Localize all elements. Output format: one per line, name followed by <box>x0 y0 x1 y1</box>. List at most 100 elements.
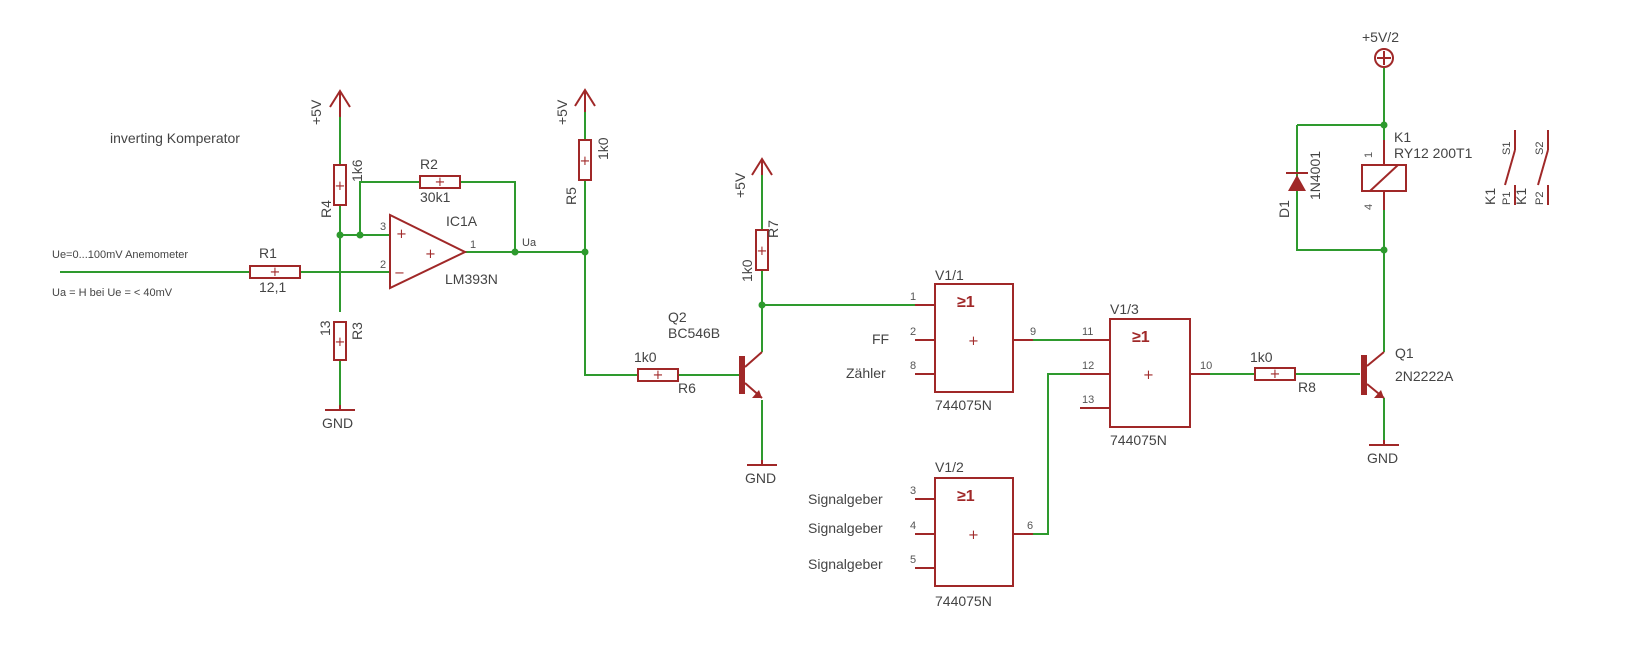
net-label-ua: Ua <box>522 237 537 249</box>
pin-number: 12 <box>1082 360 1094 372</box>
pin-number: 2 <box>910 326 916 338</box>
relay-part: RY12 200T1 <box>1394 145 1473 161</box>
pin-number: 3 <box>380 221 386 233</box>
svg-text:+: + <box>425 247 436 262</box>
resistor-value: 1k0 <box>595 137 611 160</box>
junction-dot <box>1380 246 1388 254</box>
transistor-q1: Q1 2N2222A <box>1361 345 1454 399</box>
resistor-r4: + R4 1k6 <box>318 159 365 218</box>
transistor-part: 2N2222A <box>1395 368 1454 384</box>
annotation-ue: Ue=0...100mV Anemometer <box>52 249 188 261</box>
transistor-q2: Q2 BC546B <box>668 309 763 399</box>
gate-symbol: ≥1 <box>957 294 975 311</box>
pin-number: 9 <box>1030 326 1036 338</box>
contact-name: K1 <box>1482 188 1498 205</box>
svg-text:+: + <box>968 528 979 543</box>
junction-dot <box>356 231 364 239</box>
junction-dot <box>758 301 766 309</box>
supply-5v2-relay: +5V/2 <box>1362 29 1399 68</box>
resistor-name: R5 <box>563 187 579 205</box>
contact-label: P1 <box>1501 192 1513 205</box>
junction-dot <box>1380 121 1388 129</box>
relay-contact-2: S2 K1 P2 <box>1513 130 1549 205</box>
input-label-signalgeber: Signalgeber <box>808 556 883 572</box>
ground-q1: GND <box>1367 440 1399 466</box>
pin-number: 4 <box>1363 204 1375 210</box>
pin-number: 4 <box>910 520 916 532</box>
opamp-part: LM393N <box>445 271 498 287</box>
junction-dot <box>336 231 344 239</box>
contact-label: P2 <box>1534 192 1546 205</box>
resistor-name: R2 <box>420 156 438 172</box>
pin-number: 3 <box>910 485 916 497</box>
wires <box>60 68 1385 535</box>
resistor-r6: + 1k0 R6 <box>634 349 696 396</box>
svg-text:+: + <box>580 154 591 169</box>
supply-label: +5V/2 <box>1362 29 1399 45</box>
svg-text:+: + <box>968 334 979 349</box>
svg-text:+: + <box>1143 368 1154 383</box>
svg-text:+: + <box>270 265 281 280</box>
pin-number: 11 <box>1082 326 1093 338</box>
svg-text:+: + <box>653 368 664 383</box>
resistor-name: R8 <box>1298 379 1316 395</box>
relay-contact-1: S1 K1 P1 <box>1482 130 1516 205</box>
resistor-value: 1k0 <box>634 349 657 365</box>
ground-label: GND <box>322 415 353 431</box>
pin-number: 13 <box>1082 394 1094 406</box>
resistor-r5: + R5 1k0 <box>563 137 611 205</box>
relay-k1: 1 4 K1 RY12 200T1 <box>1361 129 1473 210</box>
resistor-name: R3 <box>349 322 365 340</box>
resistor-name: R7 <box>765 220 781 238</box>
gate-part: 744075N <box>935 593 992 609</box>
supply-5v-r4: +5V <box>308 89 351 125</box>
gate-part: 744075N <box>935 397 992 413</box>
svg-text:+: + <box>435 175 446 190</box>
or-gate-v1-3: ≥1 + 11 12 13 10 V1/3 744075N <box>1080 301 1212 448</box>
ground-label: GND <box>1367 450 1398 466</box>
supply-label: +5V <box>554 99 570 125</box>
resistor-value: 1k0 <box>739 259 755 282</box>
resistor-value: 1k0 <box>1250 349 1273 365</box>
opamp-ic1a: + − + 3 2 1 IC1A LM393N <box>380 213 498 290</box>
pin-number: 1 <box>910 291 916 303</box>
svg-text:−: − <box>394 266 405 281</box>
transistor-name: Q1 <box>1395 345 1414 361</box>
resistor-value: 30k1 <box>420 189 451 205</box>
gate-symbol: ≥1 <box>957 488 975 505</box>
input-label-signalgeber: Signalgeber <box>808 520 883 536</box>
resistor-name: R1 <box>259 245 277 261</box>
ground-label: GND <box>745 470 776 486</box>
contact-label: S2 <box>1534 142 1546 155</box>
pin-number: 5 <box>910 554 916 566</box>
resistor-value: 1k6 <box>349 159 365 182</box>
diode-part: 1N4001 <box>1307 151 1323 200</box>
contact-label: S1 <box>1501 142 1513 155</box>
svg-text:+: + <box>335 335 346 350</box>
diode-d1: D1 1N4001 <box>1276 151 1323 218</box>
resistor-r7: + R7 1k0 <box>739 220 781 282</box>
svg-text:+: + <box>335 179 346 194</box>
junction-dot <box>511 248 519 256</box>
resistor-r1: + R1 12,1 <box>249 245 301 295</box>
resistor-value: 13 <box>317 320 333 336</box>
pin-number: 6 <box>1027 520 1033 532</box>
pin-number: 1 <box>470 239 476 251</box>
annotation-title: inverting Komperator <box>110 130 240 146</box>
resistor-r8: + 1k0 R8 <box>1250 349 1316 395</box>
pin-number: 2 <box>380 259 386 271</box>
supply-5v-r5: +5V <box>554 88 596 125</box>
diode-name: D1 <box>1276 200 1292 218</box>
pin-number: 8 <box>910 360 916 372</box>
svg-text:+: + <box>1270 367 1281 382</box>
gate-name: V1/1 <box>935 267 964 283</box>
or-gate-v1-2: ≥1 + 3 4 5 6 V1/2 744075N <box>910 459 1033 609</box>
resistor-name: R4 <box>318 200 334 218</box>
svg-text:+: + <box>396 227 407 242</box>
gate-symbol: ≥1 <box>1132 329 1150 346</box>
ground-r3: GND <box>322 405 355 431</box>
pin-number: 10 <box>1200 360 1212 372</box>
supply-label: +5V <box>308 99 324 125</box>
transistor-name: Q2 <box>668 309 687 325</box>
